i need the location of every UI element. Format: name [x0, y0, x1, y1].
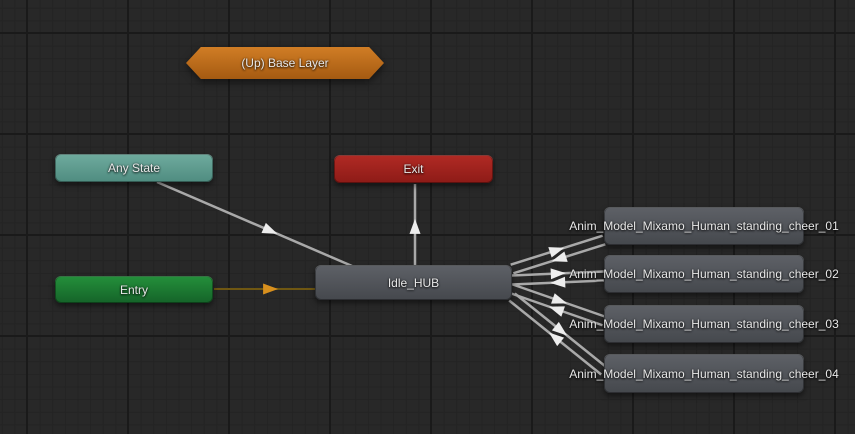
transition-arrowhead-icon — [261, 222, 278, 234]
state-node-label: Any State — [107, 161, 161, 175]
transition-arrowhead-icon — [548, 306, 565, 317]
state-node-label: Entry — [119, 282, 149, 297]
transition-idle-hub-and-anim-cheer-02[interactable] — [511, 268, 605, 289]
transition-idle-hub-and-anim-cheer-03[interactable] — [510, 283, 606, 327]
state-node-anim-cheer-03[interactable]: Anim_Model_Mixamo_Human_standing_cheer_0… — [569, 305, 839, 343]
transition-any-state-to-idle-hub[interactable] — [156, 180, 353, 268]
transition-arrowhead-icon — [550, 276, 566, 288]
state-node-up-base-layer[interactable]: (Up) Base Layer — [186, 47, 384, 79]
state-node-label: Anim_Model_Mixamo_Human_standing_cheer_0… — [569, 267, 839, 281]
state-node-label: Anim_Model_Mixamo_Human_standing_cheer_0… — [569, 219, 839, 233]
transition-arrowhead-icon — [548, 247, 565, 258]
transition-idle-hub-to-exit[interactable] — [409, 184, 421, 265]
state-node-label: Anim_Model_Mixamo_Human_standing_cheer_0… — [569, 317, 839, 331]
transition-arrowhead-icon — [551, 321, 568, 336]
transition-idle-hub-and-anim-cheer-01[interactable] — [510, 234, 606, 275]
state-node-label: (Up) Base Layer — [241, 56, 329, 70]
transition-entry-to-idle-hub[interactable] — [214, 283, 316, 295]
state-node-anim-cheer-01[interactable]: Anim_Model_Mixamo_Human_standing_cheer_0… — [569, 207, 839, 245]
state-node-exit[interactable]: Exit — [334, 155, 493, 183]
state-node-label: Exit — [403, 162, 424, 176]
state-node-idle-hub[interactable]: Idle_HUB — [315, 265, 512, 300]
transition-line — [156, 180, 353, 268]
transition-arrowhead-icon — [551, 293, 568, 304]
transition-arrowhead-icon — [551, 251, 568, 262]
state-node-anim-cheer-02[interactable]: Anim_Model_Mixamo_Human_standing_cheer_0… — [569, 255, 839, 293]
transition-arrowhead-icon — [409, 218, 421, 234]
state-node-shape — [186, 47, 384, 79]
state-node-anim-cheer-04[interactable]: Anim_Model_Mixamo_Human_standing_cheer_0… — [569, 354, 839, 393]
state-node-label: Anim_Model_Mixamo_Human_standing_cheer_0… — [569, 366, 839, 381]
state-node-label: Idle_HUB — [387, 275, 440, 290]
transition-idle-hub-and-anim-cheer-04[interactable] — [508, 292, 608, 376]
state-node-any-state[interactable]: Any State — [55, 154, 213, 182]
state-node-entry[interactable]: Entry — [55, 276, 213, 303]
transition-arrowhead-icon — [548, 332, 565, 347]
transition-arrowhead-icon — [550, 268, 566, 280]
transition-arrowhead-icon — [263, 283, 279, 295]
